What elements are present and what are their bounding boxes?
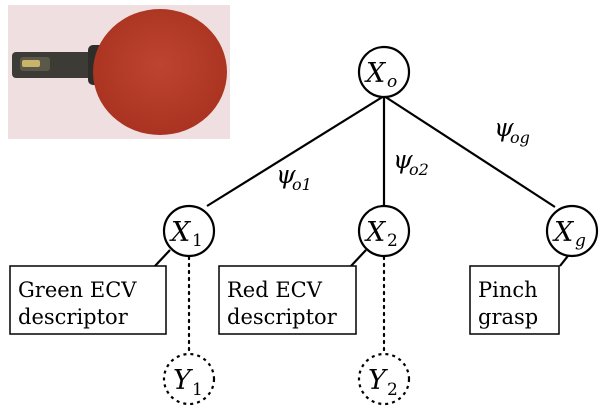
- connector-b1: [154, 249, 171, 267]
- box-green-ecv-line1: Green ECV: [18, 278, 137, 302]
- node-x1-sub: 1: [192, 231, 203, 251]
- node-xo-sub: o: [387, 72, 397, 92]
- paddle-rubber: [93, 9, 227, 135]
- node-xg-sub: g: [575, 231, 586, 251]
- node-x1-var: X: [169, 217, 192, 248]
- node-y1-sub: 1: [192, 380, 203, 400]
- edge-label-o1: ψ o1: [276, 160, 312, 194]
- node-x2: X 2: [357, 204, 411, 258]
- edge-label-o2-sym: ψ: [393, 145, 413, 174]
- dotted-edges: [187, 255, 386, 354]
- node-xg-var: X: [552, 217, 575, 248]
- box-pinch-grasp-line1: Pinch: [478, 278, 538, 302]
- edge-label-og: ψ og: [494, 113, 530, 147]
- node-y2-var: Y: [368, 365, 388, 396]
- node-x2-var: X: [364, 217, 387, 248]
- box-red-ecv: Red ECV descriptor: [218, 265, 357, 335]
- connector-b2: [350, 249, 367, 267]
- node-xo: X o: [357, 45, 411, 99]
- box-red-ecv-line2: descriptor: [227, 305, 338, 329]
- box-green-ecv-line2: descriptor: [18, 305, 129, 329]
- edge-og: [383, 95, 556, 208]
- box-pinch-grasp-line2: grasp: [478, 305, 538, 329]
- node-y2: Y 2: [357, 352, 411, 406]
- node-y2-sub: 2: [387, 380, 398, 400]
- node-y1: Y 1: [162, 352, 216, 406]
- node-x1: X 1: [162, 204, 216, 258]
- edge-label-og-sym: ψ: [494, 113, 514, 142]
- edge-label-o2: ψ o2: [393, 145, 429, 179]
- box-green-ecv: Green ECV descriptor: [9, 265, 167, 335]
- paddle-photo: [8, 5, 230, 139]
- edge-label-o1-sym: ψ: [276, 160, 296, 189]
- edge-o1: [206, 95, 385, 207]
- edge-label-og-sub: og: [510, 128, 530, 147]
- box-pinch-grasp: Pinch grasp: [469, 265, 560, 335]
- node-xg: X g: [545, 204, 599, 258]
- box-red-ecv-line1: Red ECV: [227, 278, 323, 302]
- node-y1-var: Y: [173, 365, 193, 396]
- edge-label-o2-sub: o2: [409, 160, 429, 179]
- edge-label-o1-sub: o1: [292, 175, 312, 194]
- node-xo-var: X: [364, 58, 387, 89]
- node-x2-sub: 2: [387, 231, 398, 251]
- edges: [154, 95, 572, 267]
